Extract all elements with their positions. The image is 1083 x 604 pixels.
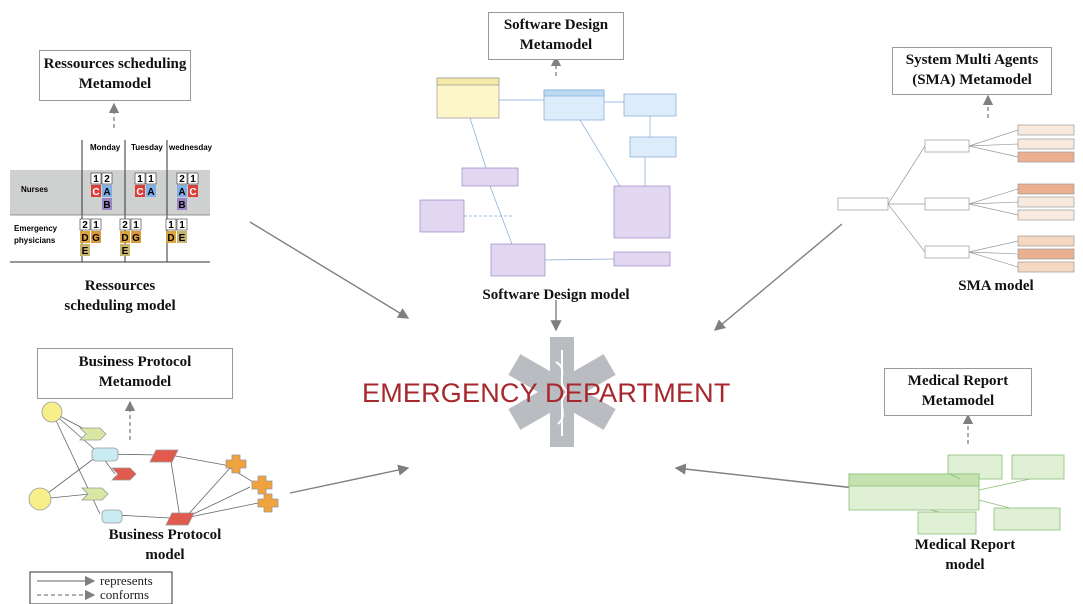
day-wednesday: wednesday — [169, 143, 213, 152]
svg-text:D: D — [121, 233, 128, 244]
sma-metamodel-line1: System Multi Agents — [905, 52, 1039, 68]
medical-metamodel-line2: Metamodel — [921, 393, 995, 409]
svg-text:G: G — [92, 233, 100, 244]
resources-metamodel-box: Ressources scheduling Metamodel — [39, 50, 191, 101]
resources-model-line1: Ressources — [84, 278, 156, 294]
svg-text:1: 1 — [168, 220, 174, 231]
svg-text:E: E — [179, 233, 186, 244]
svg-text:2: 2 — [122, 220, 128, 231]
represents-arrow-resources — [249, 221, 410, 319]
day-tuesday: Tuesday — [131, 143, 163, 152]
sma-model-label: SMA model — [958, 278, 1034, 294]
svg-text:C: C — [92, 187, 99, 198]
svg-text:2: 2 — [82, 220, 88, 231]
software-metamodel-line2: Metamodel — [519, 37, 593, 53]
medical-model-line1: Medical Report — [914, 537, 1016, 553]
svg-text:A: A — [103, 187, 110, 198]
resources-metamodel-line2: Metamodel — [78, 76, 152, 92]
star-of-life-icon — [508, 337, 616, 447]
svg-text:C: C — [136, 187, 143, 198]
svg-text:G: G — [132, 233, 140, 244]
scheduling-table: 1 2 C A B 1 1 C A 2 1 A C B 2 1 D G E 2 … — [10, 140, 210, 263]
business-model-line1: Business Protocol — [108, 527, 222, 543]
medical-report-classes — [848, 454, 1065, 535]
legend-represents: represents — [100, 573, 153, 588]
svg-text:B: B — [178, 200, 185, 211]
svg-text:A: A — [147, 187, 154, 198]
svg-text:B: B — [103, 200, 110, 211]
svg-text:2: 2 — [179, 174, 185, 185]
software-metamodel-line1: Software Design — [503, 17, 609, 33]
svg-text:1: 1 — [133, 220, 139, 231]
business-metamodel-box: Business Protocol Metamodel — [37, 348, 233, 399]
svg-text:1: 1 — [190, 174, 196, 185]
svg-text:D: D — [167, 233, 174, 244]
svg-text:C: C — [189, 187, 196, 198]
emergency-department-title: EMERGENCY DEPARTMENT — [362, 378, 731, 408]
medical-metamodel-line1: Medical Report — [907, 373, 1009, 389]
svg-text:E: E — [82, 246, 89, 257]
svg-text:1: 1 — [137, 174, 143, 185]
svg-text:1: 1 — [93, 174, 99, 185]
business-metamodel-line2: Metamodel — [98, 374, 172, 390]
business-metamodel-line1: Business Protocol — [78, 354, 192, 370]
resources-metamodel-line1: Ressources scheduling — [43, 56, 187, 72]
medical-metamodel-box: Medical Report Metamodel — [884, 368, 1032, 416]
svg-text:1: 1 — [93, 220, 99, 231]
sma-metamodel-line2: (SMA) Metamodel — [912, 72, 1032, 88]
legend — [29, 571, 173, 604]
resources-model-label: Ressources scheduling model — [40, 276, 200, 316]
software-metamodel-box: Software Design Metamodel — [488, 12, 624, 60]
business-protocol-graph — [28, 401, 279, 526]
row-nurses: Nurses — [21, 185, 49, 194]
business-model-line2: model — [145, 547, 185, 563]
uml-class-diagram — [419, 77, 677, 277]
svg-text:E: E — [122, 246, 129, 257]
medical-model-label: Medical Report model — [890, 535, 1040, 575]
resources-model-line2: scheduling model — [64, 298, 176, 314]
represents-arrow-medical — [674, 463, 856, 489]
row-physicians: physicians — [14, 236, 56, 245]
svg-text:2: 2 — [104, 174, 110, 185]
represents-arrow-business — [289, 464, 410, 494]
svg-text:1: 1 — [179, 220, 185, 231]
medical-model-line2: model — [945, 557, 985, 573]
svg-text:A: A — [178, 187, 185, 198]
day-monday: Monday — [90, 143, 121, 152]
svg-text:1: 1 — [148, 174, 154, 185]
business-model-label: Business Protocol model — [80, 525, 250, 565]
row-emergency: Emergency — [14, 224, 58, 233]
software-model-label: Software Design model — [482, 287, 630, 303]
sma-agent-tree — [837, 124, 1075, 273]
represents-arrow-sma — [713, 223, 843, 331]
sma-metamodel-box: System Multi Agents (SMA) Metamodel — [892, 47, 1052, 95]
legend-conforms: conforms — [100, 587, 150, 602]
svg-text:D: D — [81, 233, 88, 244]
